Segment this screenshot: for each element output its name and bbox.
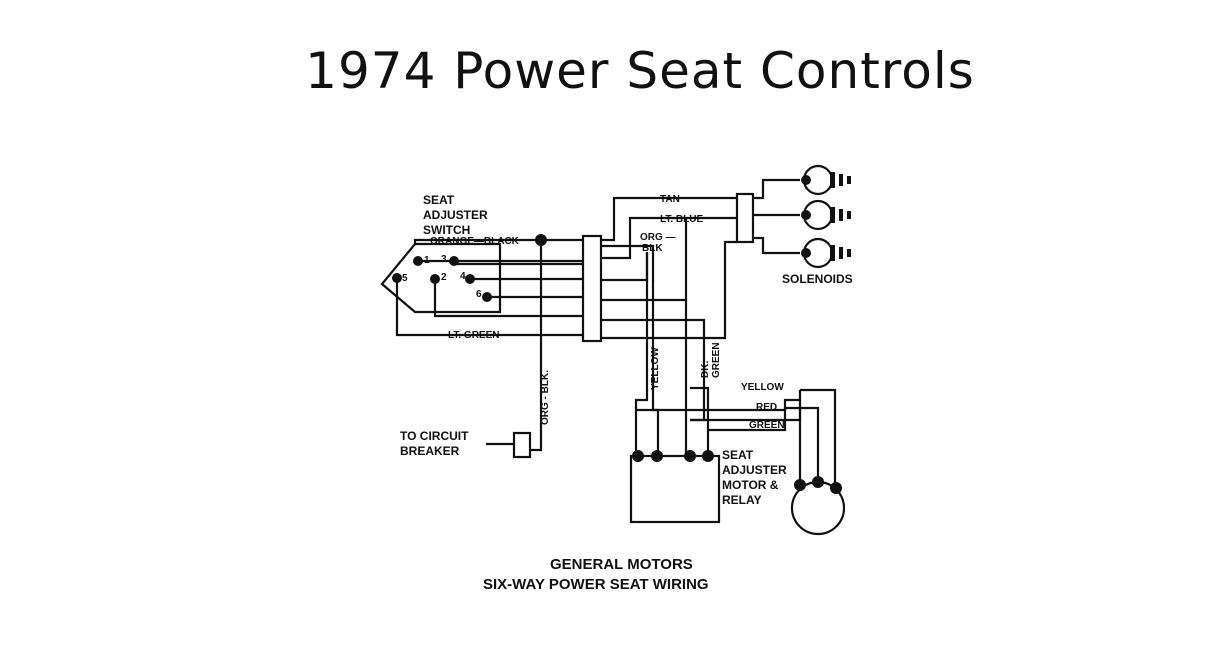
- terminal-6: 6: [476, 289, 482, 300]
- solenoid-1: [801, 164, 851, 196]
- wire-label-green-h: GREEN: [749, 420, 785, 431]
- wire-label-orange-black: ORANGE—BLACK: [430, 236, 520, 247]
- solenoid-2: [801, 199, 851, 231]
- wire-label-lt-blue: LT. BLUE: [660, 214, 703, 225]
- breaker-label-1: TO CIRCUIT: [400, 429, 469, 443]
- switch-label-1: SEAT: [423, 193, 455, 207]
- terminal-3: 3: [441, 254, 447, 265]
- solenoids-label: SOLENOIDS: [782, 272, 853, 286]
- wire-label-lt-green: LT. GREEN: [448, 330, 499, 341]
- caption-line-2: SIX-WAY POWER SEAT WIRING: [483, 576, 709, 593]
- harness-connector: [581, 234, 603, 343]
- solenoid-3: [801, 237, 851, 269]
- motor-relay-box: [629, 454, 721, 524]
- vertical-wires: [530, 240, 710, 455]
- seat-motor: [790, 476, 846, 536]
- wire-label-dk-green-2: GREEN: [711, 342, 722, 378]
- switch-label-2: ADJUSTER: [423, 208, 488, 222]
- caption-line-1: GENERAL MOTORS: [550, 556, 693, 573]
- solenoid-connector: [735, 192, 755, 244]
- motor-label-3: MOTOR &: [722, 478, 779, 492]
- wire-label-yellow-vertical: YELLOW: [650, 347, 661, 390]
- motor-wires: [636, 388, 837, 488]
- breaker-connector: [512, 431, 532, 459]
- terminal-5: 5: [402, 273, 408, 284]
- motor-label-4: RELAY: [722, 493, 762, 507]
- wire-label-org-blk-b: BLK: [642, 243, 663, 254]
- wire-label-yellow-h: YELLOW: [741, 382, 784, 393]
- wire-label-tan: TAN: [660, 194, 680, 205]
- wire-label-red-h: RED: [756, 402, 777, 413]
- terminal-4: 4: [460, 271, 466, 282]
- wire-label-org-blk-a: ORG —: [640, 232, 676, 243]
- wire-label-org-blk-vertical: ORG - BLK.: [540, 370, 551, 425]
- motor-label-2: ADJUSTER: [722, 463, 787, 477]
- switch-wires: [395, 234, 583, 337]
- motor-label-1: SEAT: [722, 448, 754, 462]
- solenoid-wires: [753, 178, 800, 255]
- wire-label-dk-green-1: DK.: [700, 361, 711, 378]
- breaker-label-2: BREAKER: [400, 444, 460, 458]
- page-title: 1974 Power Seat Controls: [305, 42, 975, 100]
- terminal-2: 2: [441, 272, 447, 283]
- switch-label-3: SWITCH: [423, 223, 470, 237]
